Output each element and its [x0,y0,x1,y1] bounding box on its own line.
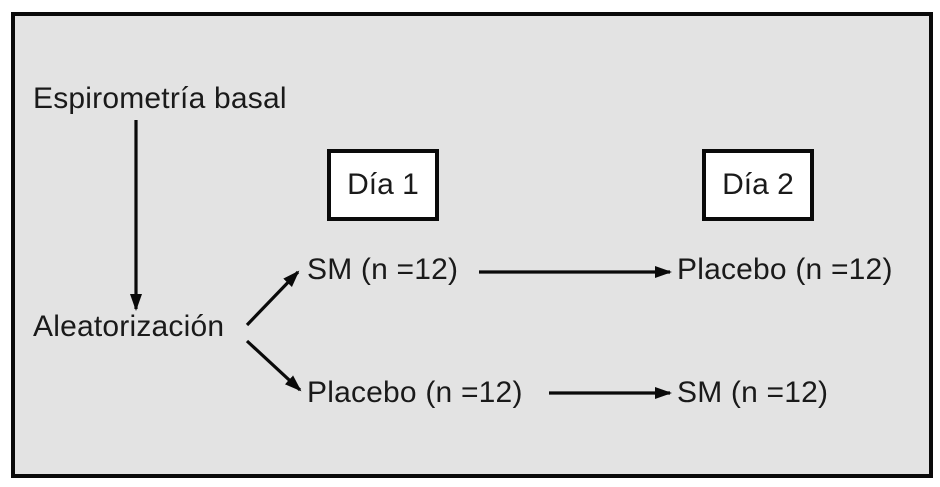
arm2-day1-placebo-label: Placebo (n =12) [307,376,523,409]
arm1-day1-sm-label: SM (n =12) [307,253,459,286]
arm2-day2-sm-label: SM (n =12) [677,376,829,409]
day2-box-label: Día 2 [722,168,794,201]
day1-box: Día 1 [327,149,439,221]
randomization-label: Aleatorización [33,310,225,343]
baseline-spirometry-label: Espirometría basal [33,82,287,115]
arm1-day2-placebo-label: Placebo (n =12) [677,253,893,286]
day2-box: Día 2 [702,149,814,221]
day1-box-label: Día 1 [347,168,419,201]
diagram-frame [11,12,933,478]
